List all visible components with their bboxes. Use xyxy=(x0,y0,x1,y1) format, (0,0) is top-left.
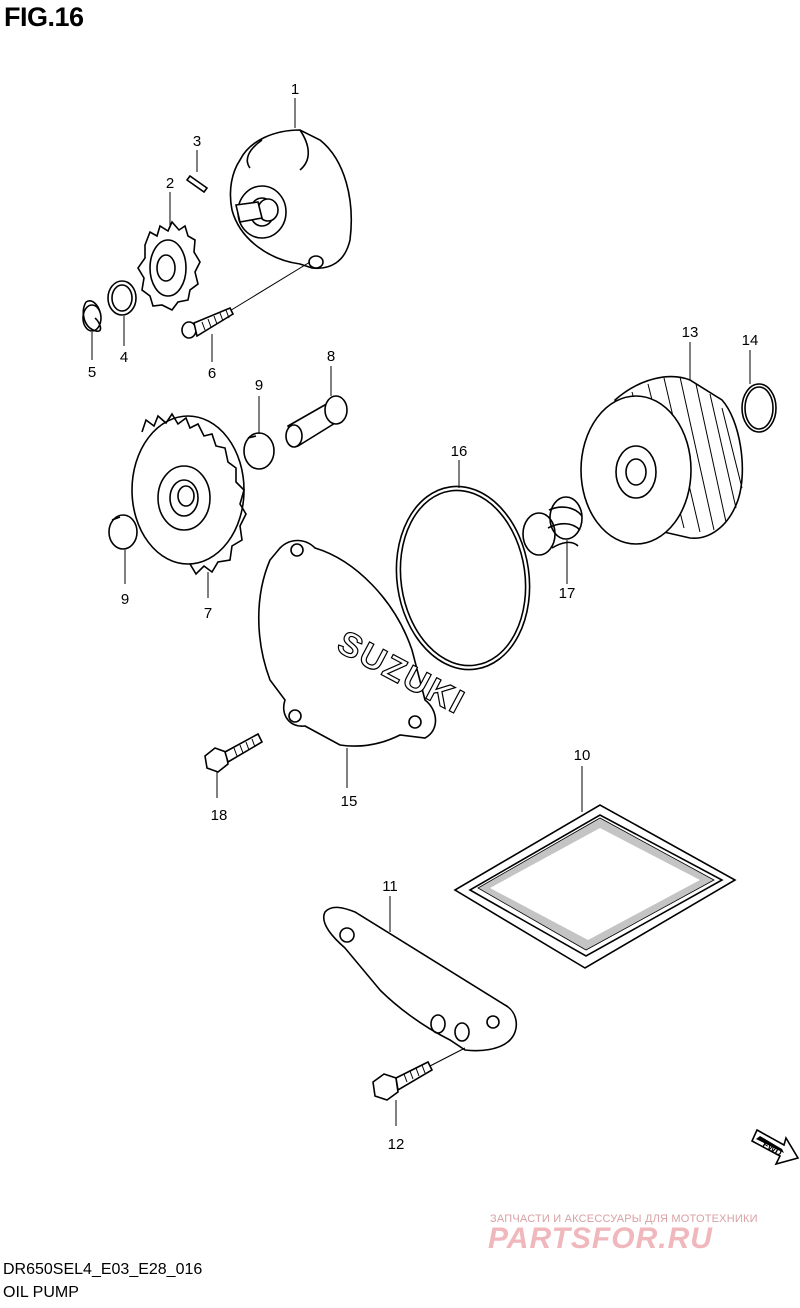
callout-14[interactable]: 14 xyxy=(742,332,759,349)
section-name: OIL PUMP xyxy=(3,1284,79,1301)
part-driven-gear[interactable] xyxy=(131,412,247,576)
watermark-tagline: ЗАПЧАСТИ И АКСЕССУАРЫ ДЛЯ МОТОТЕХНИКИ xyxy=(490,1213,758,1225)
callout-17[interactable]: 17 xyxy=(559,585,576,602)
part-circlip[interactable] xyxy=(82,300,102,332)
callout-15[interactable]: 15 xyxy=(341,793,358,810)
part-circlip-lower[interactable] xyxy=(108,514,138,550)
callout-1[interactable]: 1 xyxy=(291,81,299,98)
watermark-brand: PARTSFOR.RU xyxy=(488,1222,713,1255)
callout-18[interactable]: 18 xyxy=(211,807,228,824)
callout-3[interactable]: 3 xyxy=(193,133,201,150)
part-pin[interactable] xyxy=(185,174,209,194)
callout-5[interactable]: 5 xyxy=(88,364,96,381)
figure-title: FIG.16 xyxy=(4,2,84,32)
part-strainer-plate[interactable] xyxy=(323,906,518,1052)
part-circlip-upper[interactable] xyxy=(243,432,275,470)
callout-16[interactable]: 16 xyxy=(451,443,468,460)
callout-10[interactable]: 10 xyxy=(574,747,591,764)
part-filter-o-ring[interactable] xyxy=(741,383,777,433)
model-code: DR650SEL4_E03_E28_016 xyxy=(3,1261,203,1278)
callout-11[interactable]: 11 xyxy=(382,878,398,895)
part-shaft[interactable] xyxy=(285,395,348,448)
part-spring[interactable] xyxy=(522,496,583,556)
part-cover-o-ring[interactable] xyxy=(385,478,541,679)
part-oil-filter[interactable] xyxy=(580,375,744,545)
part-oil-pump-body[interactable] xyxy=(227,129,353,313)
callout-8[interactable]: 8 xyxy=(327,348,335,365)
part-plate-bolt[interactable] xyxy=(372,1047,466,1101)
callout-6[interactable]: 6 xyxy=(208,365,216,382)
part-oil-strainer[interactable] xyxy=(453,804,737,969)
forward-arrow-icon: FWD xyxy=(750,1128,800,1166)
callout-13[interactable]: 13 xyxy=(682,324,699,341)
callout-12[interactable]: 12 xyxy=(388,1136,405,1153)
part-drive-gear[interactable] xyxy=(137,220,201,312)
part-cover-bolt[interactable] xyxy=(204,732,264,773)
callout-2[interactable]: 2 xyxy=(166,175,174,192)
callout-4[interactable]: 4 xyxy=(120,349,128,366)
callout-7[interactable]: 7 xyxy=(204,605,212,622)
part-washer[interactable] xyxy=(107,280,137,316)
callout-9a[interactable]: 9 xyxy=(255,377,263,394)
part-screw[interactable] xyxy=(181,306,235,339)
part-oil-filter-cover[interactable]: SUZUKI xyxy=(257,539,472,747)
callout-9b[interactable]: 9 xyxy=(121,591,129,608)
